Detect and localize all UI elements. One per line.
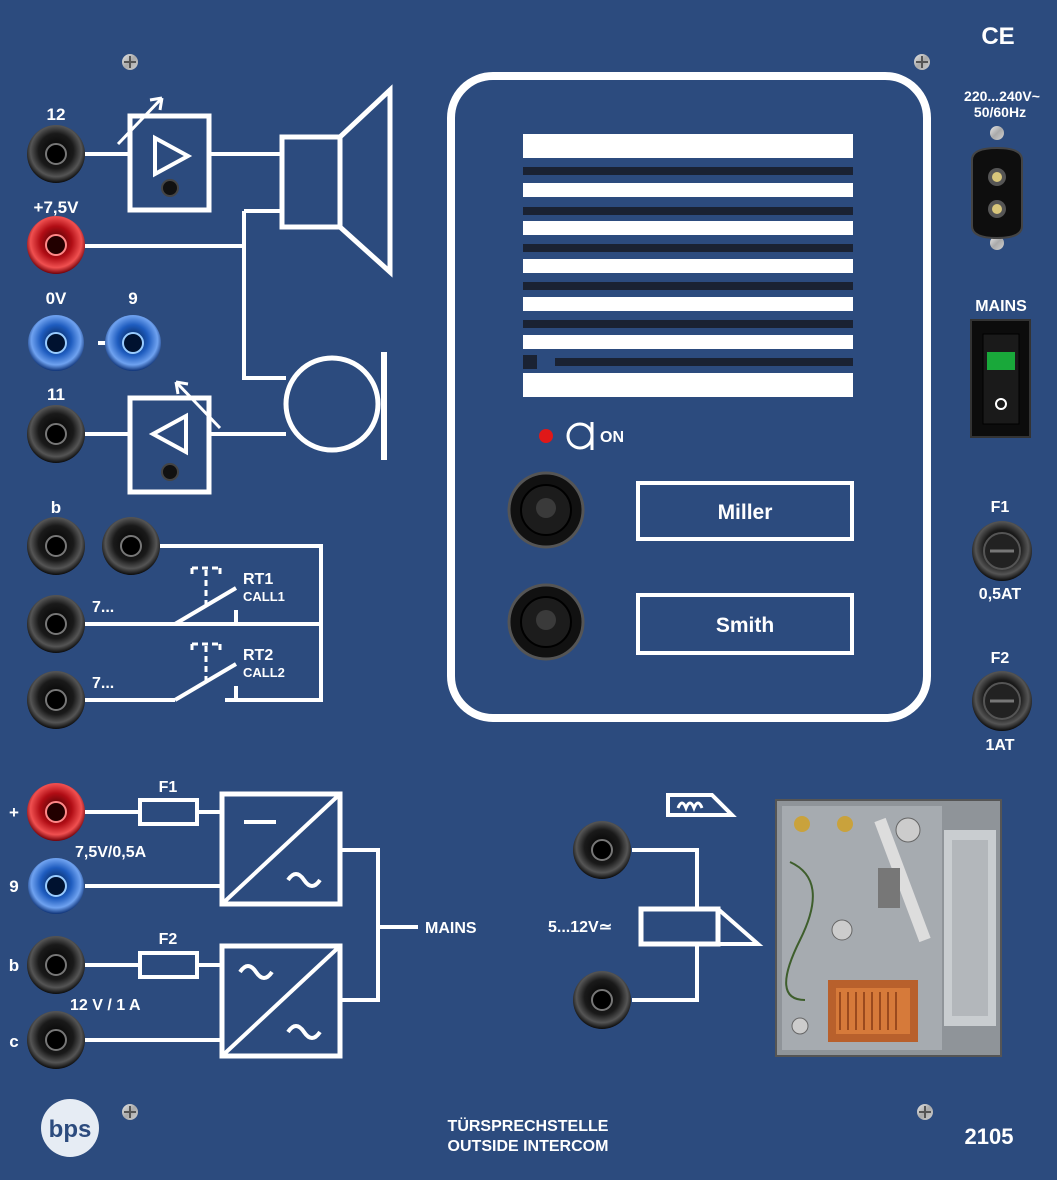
jack-0v-label: 0V bbox=[46, 289, 67, 308]
ps-f2-label: F2 bbox=[159, 931, 178, 948]
fuse-f2-name: F2 bbox=[991, 650, 1010, 667]
screw-icon bbox=[914, 54, 930, 70]
jack-9[interactable] bbox=[105, 315, 161, 371]
loudspeaker-symbol bbox=[279, 84, 393, 278]
bell-button-smith[interactable] bbox=[507, 583, 585, 661]
jack-b-label: b bbox=[51, 498, 61, 517]
jack-ps-plus[interactable] bbox=[27, 783, 85, 841]
relay-voltage-label: 5...12V≃ bbox=[548, 919, 612, 936]
intercom-plate: ON Miller Smith bbox=[447, 72, 931, 722]
model-number: 2105 bbox=[965, 1124, 1014, 1149]
ps-f1-label: F1 bbox=[159, 779, 178, 796]
title-de: TÜRSPRECHSTELLE bbox=[448, 1116, 609, 1135]
call-switch-rt1 bbox=[173, 566, 238, 626]
fuse-holder-f2[interactable] bbox=[972, 671, 1032, 731]
fuse-f1-rating: 0,5AT bbox=[979, 586, 1022, 603]
ps-b-label: b bbox=[9, 956, 19, 975]
screw-icon bbox=[122, 54, 138, 70]
fuse-f1-name: F1 bbox=[991, 499, 1010, 516]
ps-output2-label: 12 V / 1 A bbox=[70, 997, 141, 1014]
jack-12-label: 12 bbox=[47, 105, 66, 124]
ps-plus-label: + bbox=[9, 803, 19, 822]
jack-7b-label: 7... bbox=[92, 675, 114, 692]
ps-mains-label: MAINS bbox=[425, 920, 477, 937]
jack-b[interactable] bbox=[27, 517, 85, 575]
jack-plus-label: +7,5V bbox=[34, 198, 80, 217]
relay-coil-symbol bbox=[638, 906, 764, 947]
transformer-symbol bbox=[219, 943, 343, 1059]
jack-11-label: 11 bbox=[47, 385, 65, 404]
microphone-symbol bbox=[283, 352, 387, 460]
jack-0v[interactable] bbox=[28, 315, 84, 371]
bps-logo: bps bbox=[41, 1099, 99, 1157]
screw-icon bbox=[917, 1104, 933, 1120]
mains-voltage-line2: 50/60Hz bbox=[974, 104, 1026, 120]
fuse-symbol-f1 bbox=[138, 798, 199, 826]
mains-voltage-line1: 220...240V~ bbox=[964, 88, 1040, 104]
nameplate-miller-label: Miller bbox=[718, 501, 773, 524]
fuse-holder-f1[interactable] bbox=[972, 521, 1032, 581]
mains-switch-label: MAINS bbox=[975, 298, 1027, 315]
nameplate-miller bbox=[636, 481, 854, 541]
rt1-label: RT1 bbox=[243, 571, 273, 588]
jack-ps-9[interactable] bbox=[28, 858, 84, 914]
nameplate-smith bbox=[636, 593, 854, 655]
rt2-label: RT2 bbox=[243, 647, 273, 664]
amplifier-symbol bbox=[127, 380, 222, 495]
fuse-f2-rating: 1AT bbox=[985, 737, 1014, 754]
svg-text:bps: bps bbox=[49, 1116, 92, 1143]
fuse-symbol-f2 bbox=[138, 951, 199, 979]
amplifier-symbol bbox=[116, 96, 212, 213]
call1-label: CALL1 bbox=[243, 589, 285, 604]
speaker-grille bbox=[523, 134, 853, 397]
ps-output1-label: 7,5V/0,5A bbox=[75, 844, 147, 861]
rectifier-symbol bbox=[219, 791, 343, 907]
jack-11[interactable] bbox=[27, 405, 85, 463]
mains-inlet[interactable] bbox=[971, 126, 1023, 250]
listen-icon bbox=[566, 422, 594, 450]
on-label: ON bbox=[600, 429, 624, 446]
jack-relay-1[interactable] bbox=[573, 821, 631, 879]
ce-mark: CE bbox=[981, 23, 1014, 50]
jack-b2[interactable] bbox=[102, 517, 160, 575]
jack-12[interactable] bbox=[27, 125, 85, 183]
jack-9-label: 9 bbox=[128, 289, 137, 308]
power-led bbox=[539, 429, 553, 443]
ps-nine-label: 9 bbox=[9, 877, 18, 896]
bell-button-miller[interactable] bbox=[507, 471, 585, 549]
jack-relay-2[interactable] bbox=[573, 971, 631, 1029]
call2-label: CALL2 bbox=[243, 665, 285, 680]
screw-icon bbox=[122, 1104, 138, 1120]
nameplate-smith-label: Smith bbox=[716, 614, 774, 637]
jack-ps-c[interactable] bbox=[27, 1011, 85, 1069]
jack-ps-b[interactable] bbox=[27, 936, 85, 994]
mains-switch[interactable] bbox=[970, 319, 1031, 438]
call-switch-rt2 bbox=[173, 642, 238, 702]
jack-7b[interactable] bbox=[27, 671, 85, 729]
ps-c-label: c bbox=[9, 1032, 18, 1051]
title-en: OUTSIDE INTERCOM bbox=[448, 1138, 609, 1155]
jack-plus-7v5[interactable] bbox=[27, 216, 85, 274]
door-opener-mechanism bbox=[775, 799, 1002, 1057]
door-opener-icon bbox=[666, 793, 737, 817]
jack-7a[interactable] bbox=[27, 595, 85, 653]
jack-7a-label: 7... bbox=[92, 599, 114, 616]
